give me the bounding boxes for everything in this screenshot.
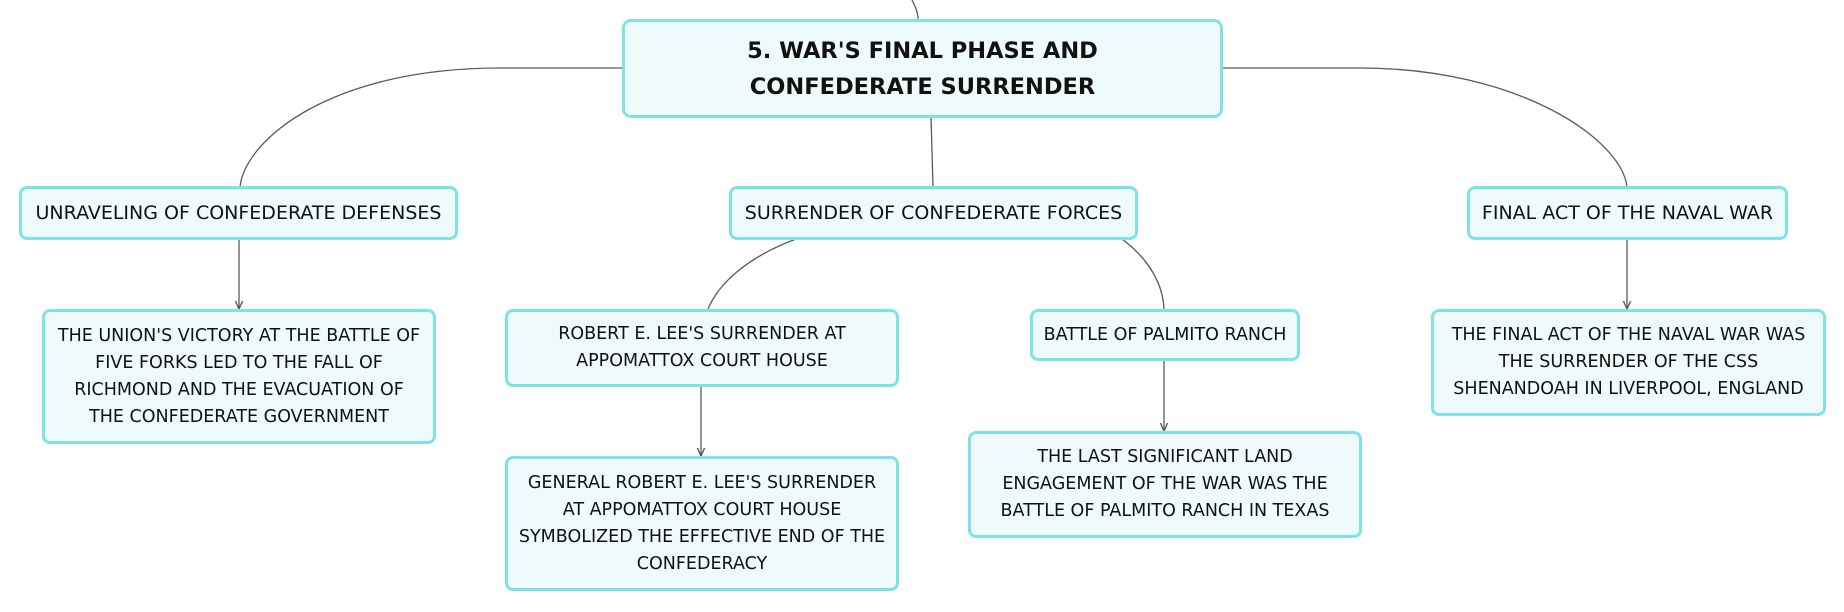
connector-root-to-surrender: [930, 116, 934, 187]
branch-node-confederate-defenses[interactable]: UNRAVELING OF CONFEDERATE DEFENSES: [19, 186, 458, 240]
detail-node-palmito-last-engagement[interactable]: THE LAST SIGNIFICANT LAND ENGAGEMENT OF …: [968, 431, 1362, 538]
detail-text: THE UNION'S VICTORY AT THE BATTLE OF FIV…: [57, 325, 421, 427]
subtopic-node-lee-surrender[interactable]: ROBERT E. LEE'S SURRENDER AT APPOMATTOX …: [505, 309, 899, 387]
branch-label: UNRAVELING OF CONFEDERATE DEFENSES: [35, 202, 442, 224]
detail-text: THE FINAL ACT OF THE NAVAL WAR WAS THE S…: [1451, 325, 1806, 399]
connector-surrender-to-lee: [707, 238, 797, 310]
root-topic-node[interactable]: 5. WAR'S FINAL PHASE AND CONFEDERATE SUR…: [622, 19, 1223, 118]
connector-incoming: [911, 0, 919, 20]
branch-node-naval-war[interactable]: FINAL ACT OF THE NAVAL WAR: [1467, 186, 1788, 240]
subtopic-label: BATTLE OF PALMITO RANCH: [1043, 325, 1287, 345]
connector-surrender-to-palmito: [1121, 238, 1165, 310]
detail-text: THE LAST SIGNIFICANT LAND ENGAGEMENT OF …: [1000, 447, 1330, 521]
connector-root-to-defenses: [239, 67, 622, 188]
subtopic-node-palmito-ranch[interactable]: BATTLE OF PALMITO RANCH: [1030, 309, 1300, 361]
branch-label: SURRENDER OF CONFEDERATE FORCES: [744, 202, 1123, 224]
detail-node-five-forks[interactable]: THE UNION'S VICTORY AT THE BATTLE OF FIV…: [42, 309, 436, 444]
subtopic-label: ROBERT E. LEE'S SURRENDER AT APPOMATTOX …: [558, 324, 846, 371]
connector-root-to-naval: [1222, 67, 1628, 188]
detail-text: GENERAL ROBERT E. LEE'S SURRENDER AT APP…: [518, 472, 886, 574]
branch-label: FINAL ACT OF THE NAVAL WAR: [1481, 202, 1774, 224]
detail-node-lee-end-of-confederacy[interactable]: GENERAL ROBERT E. LEE'S SURRENDER AT APP…: [505, 456, 899, 591]
branch-node-surrender-of-forces[interactable]: SURRENDER OF CONFEDERATE FORCES: [729, 186, 1138, 240]
root-topic-title: 5. WAR'S FINAL PHASE AND CONFEDERATE SUR…: [747, 37, 1098, 100]
detail-node-naval-shenandoah[interactable]: THE FINAL ACT OF THE NAVAL WAR WAS THE S…: [1431, 309, 1826, 416]
